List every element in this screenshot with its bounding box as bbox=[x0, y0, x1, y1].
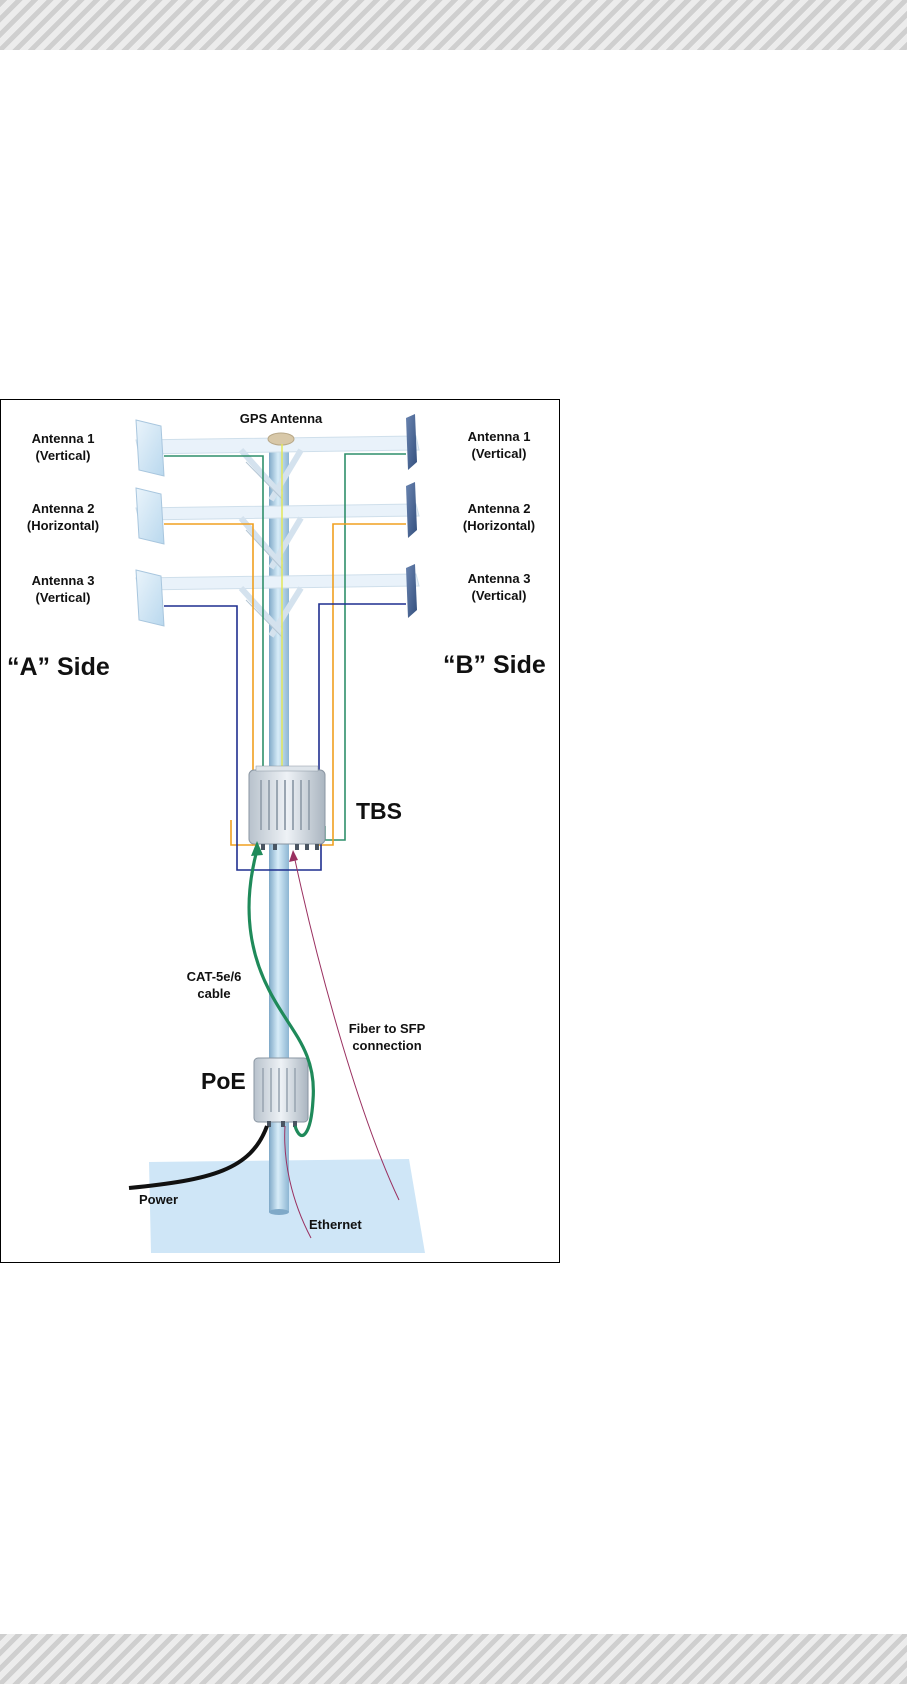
b-side-label: “B” Side bbox=[443, 650, 546, 680]
antenna-b2-label: Antenna 2 (Horizontal) bbox=[449, 500, 549, 534]
cable-antenna-a1 bbox=[164, 456, 263, 768]
tbs-label: TBS bbox=[356, 798, 402, 824]
fiber-arrowhead bbox=[289, 850, 298, 862]
antenna-a2-panel bbox=[136, 488, 164, 544]
cable-antenna-b2 bbox=[319, 524, 406, 845]
tbs-unit bbox=[249, 766, 325, 850]
antenna-b1-name: Antenna 1 bbox=[449, 428, 549, 445]
antenna-b3-name: Antenna 3 bbox=[449, 570, 549, 587]
header-hatch-band bbox=[0, 0, 907, 50]
fiber-label: Fiber to SFP connection bbox=[337, 1020, 437, 1054]
gps-antenna-dish bbox=[268, 433, 294, 445]
antenna-a3-label: Antenna 3 (Vertical) bbox=[13, 572, 113, 606]
antenna-b3-label: Antenna 3 (Vertical) bbox=[449, 570, 549, 604]
mast-pole-base bbox=[269, 1209, 289, 1215]
power-label: Power bbox=[139, 1191, 178, 1208]
antenna-a1-label: Antenna 1 (Vertical) bbox=[13, 430, 113, 464]
antenna-a2-name: Antenna 2 bbox=[13, 500, 113, 517]
antenna-a1-panel bbox=[136, 420, 164, 476]
cable-antenna-a2 bbox=[164, 524, 255, 845]
antenna-a3-pol: (Vertical) bbox=[13, 589, 113, 606]
antenna-b2-name: Antenna 2 bbox=[449, 500, 549, 517]
fiber-line2: connection bbox=[337, 1037, 437, 1054]
antenna-b3-panel bbox=[406, 564, 417, 618]
antenna-b1-pol: (Vertical) bbox=[449, 445, 549, 462]
antenna-b1-label: Antenna 1 (Vertical) bbox=[449, 428, 549, 462]
antenna-a2-label: Antenna 2 (Horizontal) bbox=[13, 500, 113, 534]
antenna-a1-name: Antenna 1 bbox=[13, 430, 113, 447]
antenna-b2-pol: (Horizontal) bbox=[449, 517, 549, 534]
antenna-b3-pol: (Vertical) bbox=[449, 587, 549, 604]
antenna-b1-panel bbox=[406, 414, 417, 470]
cat-cable-label: CAT-5e/6 cable bbox=[169, 968, 259, 1002]
antenna-b2-panel bbox=[406, 482, 417, 538]
a-side-label: “A” Side bbox=[7, 652, 110, 682]
footer-hatch-band bbox=[0, 1634, 907, 1684]
gps-antenna-label: GPS Antenna bbox=[231, 410, 331, 427]
crossarm-bottom bbox=[136, 574, 419, 590]
fiber-line1: Fiber to SFP bbox=[337, 1020, 437, 1037]
ethernet-label: Ethernet bbox=[309, 1216, 362, 1233]
cat-cable-line1: CAT-5e/6 bbox=[169, 968, 259, 985]
cat-cable-line2: cable bbox=[169, 985, 259, 1002]
antenna-a3-name: Antenna 3 bbox=[13, 572, 113, 589]
crossarm-middle bbox=[136, 504, 419, 520]
cable-antenna-b3 bbox=[319, 604, 406, 770]
deployment-diagram: GPS Antenna Antenna 1 (Vertical) Antenna… bbox=[0, 399, 560, 1263]
antenna-a1-pol: (Vertical) bbox=[13, 447, 113, 464]
antenna-a3-panel bbox=[136, 570, 164, 626]
poe-unit bbox=[254, 1058, 308, 1127]
poe-label: PoE bbox=[201, 1068, 246, 1094]
antenna-a2-pol: (Horizontal) bbox=[13, 517, 113, 534]
